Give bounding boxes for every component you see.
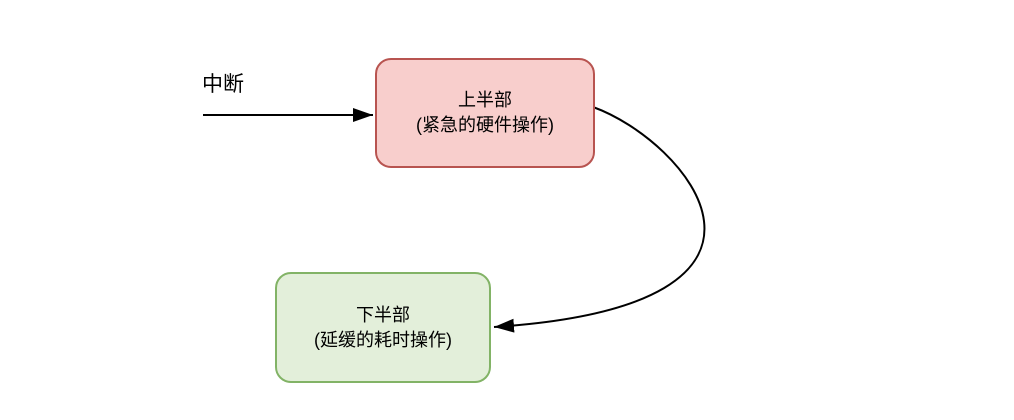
top-to-bottom-curve-arrow [493,106,706,333]
top-half-node: 上半部 (紧急的硬件操作) [375,58,595,168]
bottom-half-node: 下半部 (延缓的耗时操作) [275,272,491,383]
bottom-half-subtitle: (延缓的耗时操作) [314,329,452,350]
interrupt-label: 中断 [202,73,244,96]
top-half-subtitle: (紧急的硬件操作) [416,115,554,135]
bottom-half-title: 下半部 [356,304,410,325]
top-half-title: 上半部 [458,90,512,110]
